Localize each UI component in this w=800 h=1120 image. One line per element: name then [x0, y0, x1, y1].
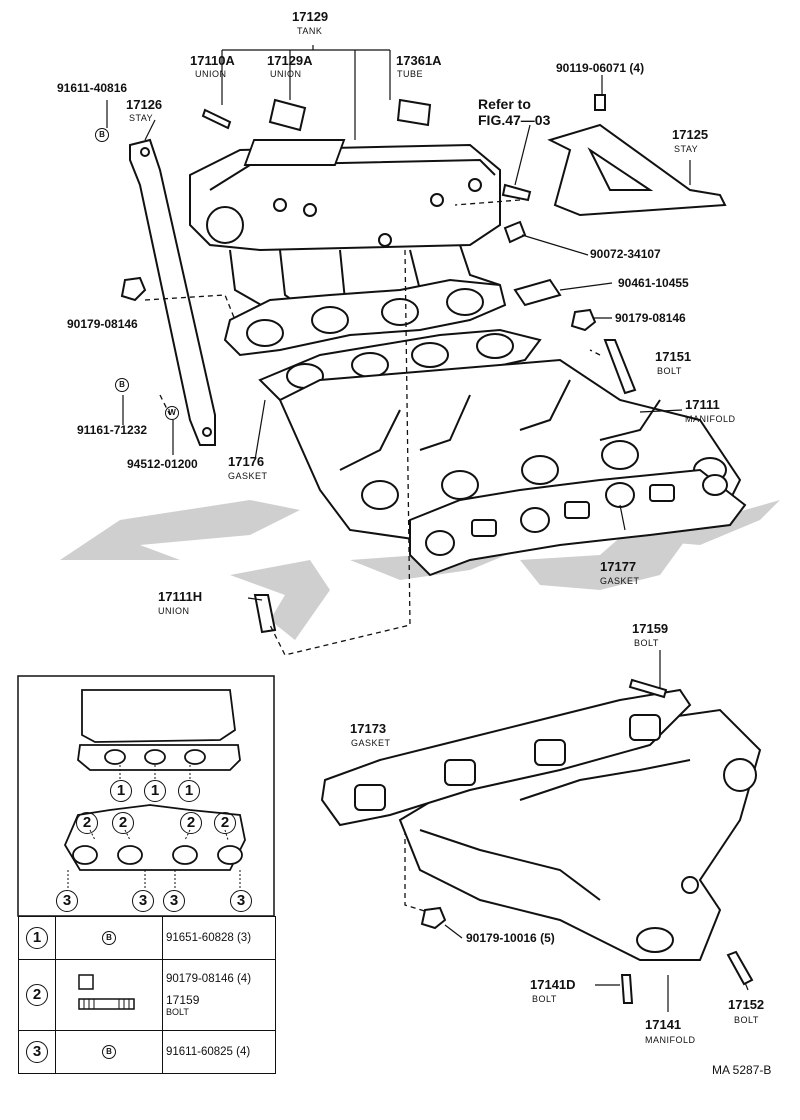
label-bolt-a: BOLT [657, 366, 682, 376]
legend-key-1: 1 [26, 927, 48, 949]
label-17110A: 17110A [190, 53, 235, 68]
legend-b-icon-2: B [102, 1045, 116, 1059]
label-90461: 90461-10455 [618, 276, 689, 290]
label-90179-right: 90179-08146 [615, 311, 686, 325]
label-17177: 17177 [600, 559, 637, 574]
label-17129A: 17129A [267, 53, 313, 68]
label-tank: TANK [297, 26, 323, 36]
nut-and-bolt-icon [78, 973, 135, 1010]
inset-marker-3d: 3 [230, 890, 252, 912]
label-90072: 90072-34107 [590, 247, 661, 261]
legend-part-2b-name: BOLT [166, 1007, 189, 1017]
label-bolt-c: BOLT [532, 994, 557, 1004]
legend-key-2: 2 [26, 984, 48, 1006]
gasket-17177 [409, 468, 747, 577]
legend-part-1: 91651-60828 (3) [162, 916, 276, 960]
inset-marker-1c: 1 [178, 780, 200, 802]
stay-17125 [547, 123, 727, 217]
label-union-a: UNION [195, 69, 227, 79]
label-17126: 17126 [126, 97, 163, 112]
label-stay-a: STAY [129, 113, 154, 123]
gasket-flange-upper [223, 278, 507, 357]
label-17141: 17141 [645, 1017, 682, 1032]
label-17173: 17173 [350, 721, 387, 736]
stay-17126 [129, 138, 216, 446]
legend-table: 1 B 91651-60828 (3) 2 90179-08146 (4) 17… [18, 916, 276, 1074]
marker-b-top: B [95, 128, 109, 142]
label-bolt-d: BOLT [734, 1015, 759, 1025]
lower-bolts [620, 678, 754, 1004]
label-17176: 17176 [228, 454, 265, 469]
legend-row: 2 90179-08146 (4) 17159 BOLT [18, 959, 276, 1031]
gasket-17173 [320, 688, 692, 827]
label-90119: 90119-06071 (4) [556, 61, 645, 75]
inset-marker-1a: 1 [110, 780, 132, 802]
legend-part-2: 90179-08146 (4) [166, 973, 252, 985]
label-gasket-b: GASKET [600, 576, 640, 586]
label-bolt-b: BOLT [634, 638, 659, 648]
nut-parts [120, 276, 597, 930]
inset-marker-2a: 2 [76, 812, 98, 834]
inset-leaders [67, 765, 241, 890]
legend-row: 3 B 91611-60825 (4) [18, 1030, 276, 1074]
inset-marker-3b: 3 [132, 890, 154, 912]
marker-b-mid: B [115, 378, 129, 392]
legend-key-3: 3 [26, 1041, 48, 1063]
label-17125: 17125 [672, 127, 709, 142]
inset-marker-2c: 2 [180, 812, 202, 834]
label-stay-b: STAY [674, 144, 699, 154]
label-17151: 17151 [655, 349, 692, 364]
label-union-b: UNION [270, 69, 302, 79]
label-90179-10016: 90179-10016 (5) [466, 931, 555, 945]
diagram-code: MA 5287-B [712, 1063, 772, 1077]
label-91161: 91161-71232 [77, 423, 148, 437]
marker-w: W [165, 406, 179, 420]
label-tube: TUBE [397, 69, 424, 79]
label-refer-line2: FIG.47—03 [478, 112, 551, 128]
inset-marker-3a: 3 [56, 890, 78, 912]
inset-marker-2d: 2 [214, 812, 236, 834]
label-manifold-b: MANIFOLD [645, 1035, 696, 1045]
label-union-c: UNION [158, 606, 190, 616]
label-94512: 94512-01200 [127, 457, 198, 471]
inset-marker-1b: 1 [144, 780, 166, 802]
legend-part-2b: 17159 [166, 993, 200, 1007]
label-17129: 17129 [292, 9, 329, 24]
label-17111: 17111 [685, 397, 720, 412]
label-refer-line1: Refer to [478, 96, 531, 112]
union-parts [201, 94, 637, 634]
label-17111H: 17111H [158, 589, 203, 604]
label-17159: 17159 [632, 621, 669, 636]
label-17141D: 17141D [530, 977, 576, 992]
inset-marker-3c: 3 [163, 890, 185, 912]
inset-marker-2b: 2 [112, 812, 134, 834]
tank-17129 [189, 139, 501, 321]
label-manifold-a: MANIFOLD [685, 414, 736, 424]
label-90179-left: 90179-08146 [67, 317, 138, 331]
label-gasket-c: GASKET [351, 738, 391, 748]
legend-b-icon: B [102, 931, 116, 945]
label-91611-40816: 91611-40816 [57, 81, 128, 95]
watermark-logo [60, 500, 780, 640]
legend-row: 1 B 91651-60828 (3) [18, 916, 276, 960]
legend-part-3: 91611-60825 (4) [162, 1030, 276, 1074]
label-17361A: 17361A [396, 53, 442, 68]
label-17152: 17152 [728, 997, 765, 1012]
label-gasket-a: GASKET [228, 471, 268, 481]
